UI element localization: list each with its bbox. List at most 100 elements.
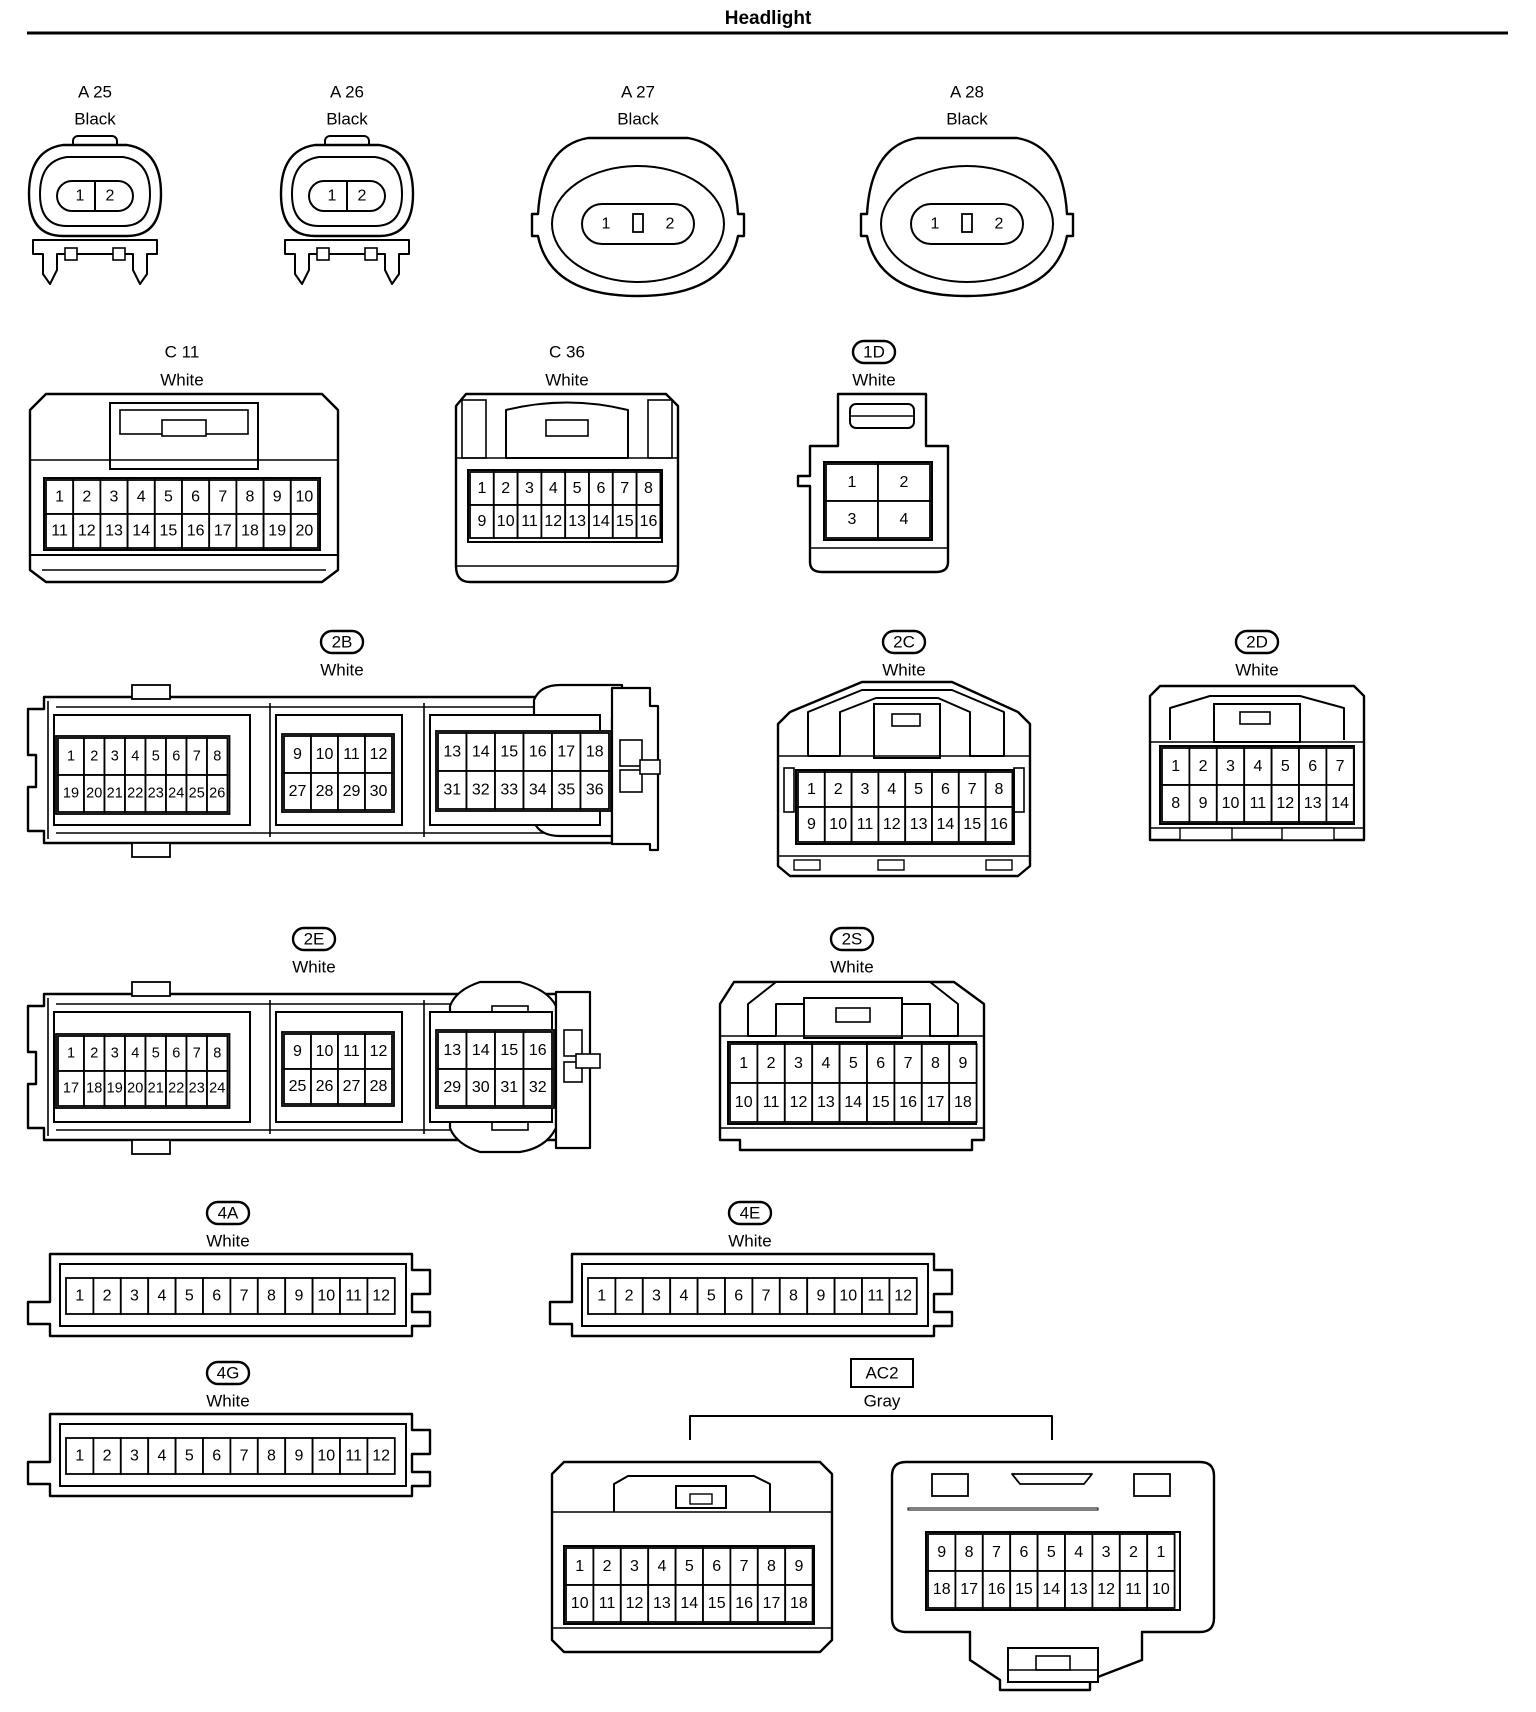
pin-number: 3 [111, 1046, 119, 1062]
pin-cell [522, 1068, 553, 1107]
pin-number: 7 [904, 1055, 913, 1072]
pin-cell [256, 1277, 287, 1315]
pin-number: 6 [212, 1288, 221, 1305]
pin-cell [565, 1584, 595, 1623]
pin-number: 6 [191, 489, 200, 506]
pin-number: 1 [807, 781, 816, 798]
pin-number: 13 [105, 523, 123, 540]
pin-number: 16 [640, 513, 658, 530]
pin-number: 31 [443, 782, 461, 799]
pin-number: 6 [1308, 758, 1317, 775]
pin-cell [1325, 784, 1355, 823]
pin-number: 20 [127, 1081, 143, 1097]
pin-number: 11 [763, 1094, 780, 1111]
pin-cell [364, 735, 393, 774]
end-cap-slot [619, 739, 643, 767]
pin-number: 2 [106, 188, 115, 205]
pin-cell [1118, 1570, 1149, 1609]
pin-number: 1 [597, 1288, 606, 1305]
pin-number: 23 [189, 1081, 205, 1097]
pin-cell [957, 771, 987, 808]
pin-number: 14 [472, 1042, 490, 1059]
pin-number: 6 [712, 1558, 721, 1575]
pin-number: 4 [137, 489, 146, 506]
connector-code-badge [851, 339, 897, 365]
pin-cell [674, 1584, 704, 1623]
pin-cell [592, 1584, 622, 1623]
pin-cell [310, 1068, 339, 1105]
pin-cell [565, 1547, 595, 1586]
pin-number: 14 [1331, 795, 1349, 812]
connector-code: A 28 [950, 83, 984, 102]
pin-number: 8 [767, 1558, 776, 1575]
pin-cell [465, 1031, 496, 1070]
pin-number: 16 [735, 1595, 753, 1612]
pin-cell [635, 504, 662, 539]
pin-cell [45, 513, 75, 549]
pin-number: 9 [273, 489, 282, 506]
pin-cell [366, 1437, 396, 1475]
connector-color: White [1235, 661, 1278, 680]
pin-cell [337, 735, 366, 774]
pin-cell [339, 1437, 369, 1475]
pin-number: 13 [443, 1042, 461, 1059]
latch-tab [835, 1007, 871, 1023]
pin-cell [57, 737, 85, 776]
top-key [1011, 1473, 1093, 1485]
pin-cell [825, 463, 879, 502]
bottom-latch-tab [1035, 1655, 1071, 1671]
pin-cell [984, 771, 1014, 808]
pin-number: 11 [345, 1448, 362, 1465]
pin-number: 2 [358, 188, 367, 205]
pin-number: 5 [185, 1448, 194, 1465]
pin-number: 8 [246, 489, 255, 506]
end-cap-slot [563, 1029, 583, 1057]
pin-cell [181, 513, 211, 549]
pin-number: 15 [500, 1042, 518, 1059]
connector-code-badge [291, 926, 337, 952]
base-slot [1281, 827, 1335, 841]
connector-code: 2C [893, 633, 915, 652]
pin-number: 8 [267, 1448, 276, 1465]
pin-cell [202, 1277, 232, 1315]
pin-cell [494, 1068, 525, 1107]
pin-number: 35 [557, 782, 575, 799]
connector-code: A 26 [330, 83, 364, 102]
pin-number: 28 [370, 1078, 388, 1095]
pin-number: 9 [807, 816, 816, 833]
pin-number: 1 [1171, 758, 1180, 775]
top-lug [131, 684, 171, 700]
pin-number: 33 [500, 782, 518, 799]
pin-number: 2 [501, 480, 510, 497]
page-title: Headlight [725, 8, 812, 29]
pin-cell [289, 513, 319, 549]
pin-cell [783, 1082, 814, 1123]
pin-number: 17 [63, 1081, 79, 1097]
pin-number: 8 [1171, 795, 1180, 812]
pin-number: 24 [209, 1081, 225, 1097]
pin-cell [778, 1277, 809, 1315]
pin-cell [65, 1277, 95, 1315]
pin-number: 27 [289, 783, 307, 800]
pin-cell [1298, 784, 1328, 823]
pin-cell [825, 500, 879, 539]
connector-code-badge [319, 629, 365, 655]
pin-number: 15 [616, 513, 634, 530]
pin-cell [437, 770, 468, 810]
pin-number: 3 [130, 1288, 139, 1305]
pin-cell [729, 1547, 759, 1586]
connector-color: White [206, 1392, 249, 1411]
pin-number: 2 [767, 1055, 776, 1072]
pin-cell [1036, 1570, 1066, 1609]
pin-number: 7 [218, 489, 227, 506]
pin-number: 9 [294, 1448, 303, 1465]
pin-number: 6 [876, 1055, 885, 1072]
pin-cell [783, 1043, 814, 1084]
